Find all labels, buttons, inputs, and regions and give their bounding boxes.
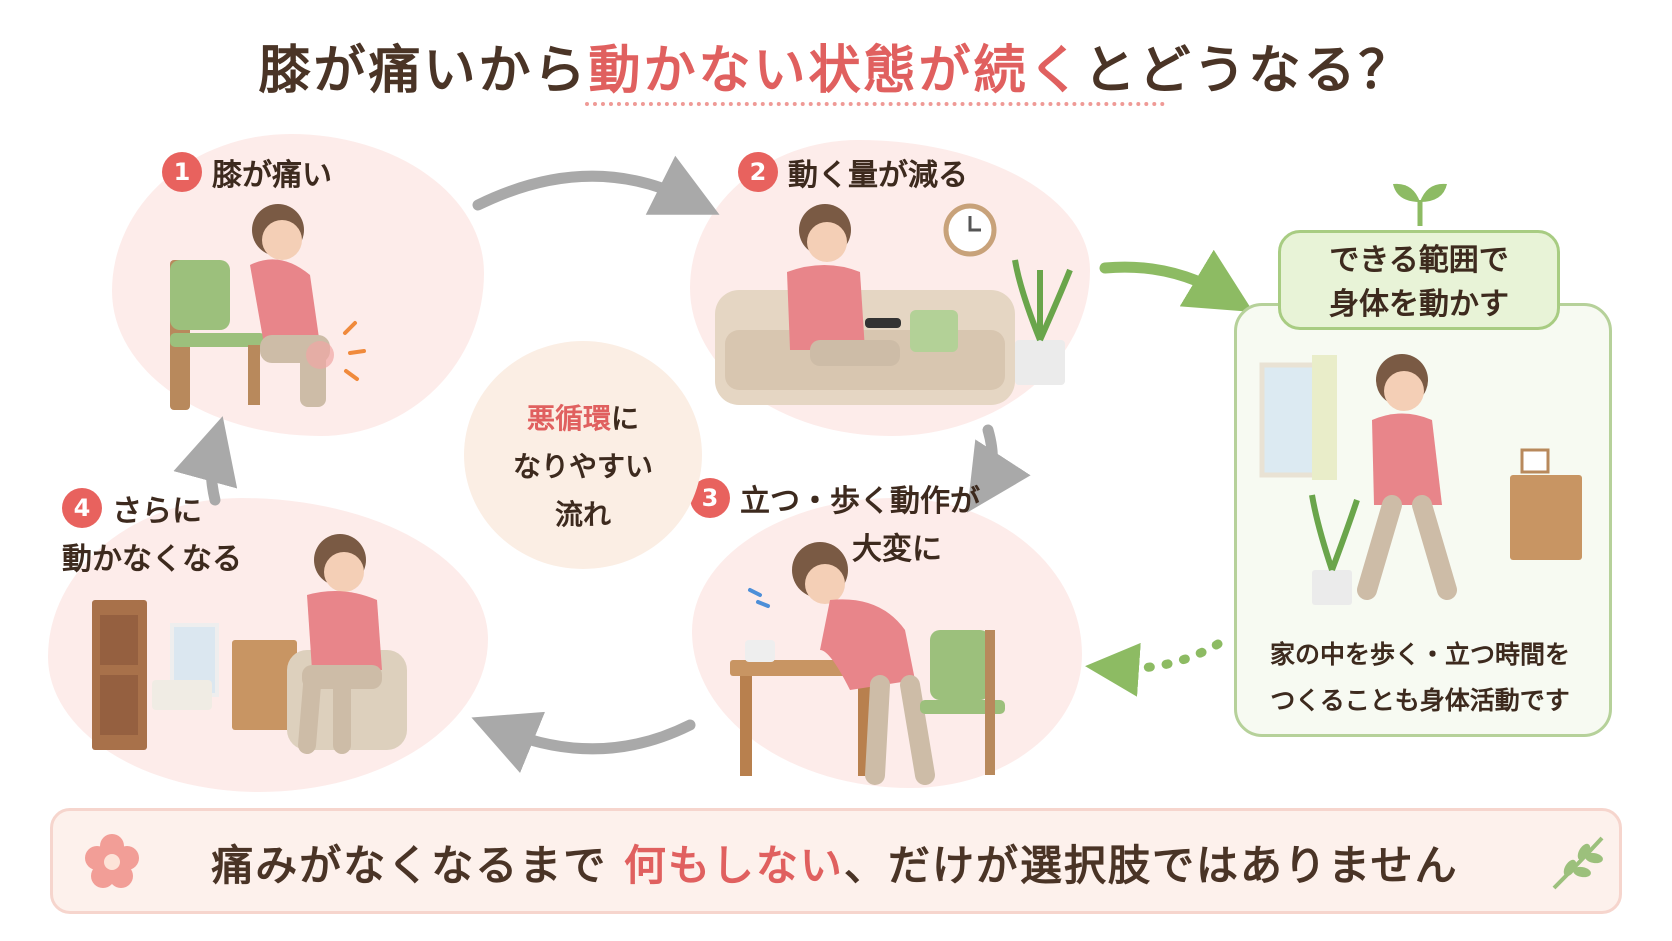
tag-line2: 身体を動かす [1329, 287, 1509, 322]
tag-line1: できる範囲で [1329, 243, 1509, 278]
step-3: 3 立つ・歩く動作が 大変に [690, 478, 980, 574]
flower-icon [85, 834, 139, 888]
vicious-cycle-keyword: 悪循環 [526, 402, 611, 435]
banner-part1: 痛みがなくなるまで [211, 841, 624, 890]
caption-line2: つくることも身体活動です [1270, 686, 1570, 715]
banner-part3: 、だけが選択肢ではありません [843, 841, 1459, 890]
arrow-3-to-4 [471, 711, 696, 774]
activity-caption: 家の中を歩く・立つ時間を つくることも身体活動です [1234, 632, 1606, 724]
vicious-cycle-suffix: に [611, 402, 640, 435]
step-2: 2 動く量が減る [738, 152, 968, 200]
step-label: さらに [112, 494, 202, 529]
step-number-badge: 2 [738, 152, 778, 192]
step-label: 動く量が減る [788, 158, 968, 193]
arrow-green-back [1085, 639, 1223, 697]
vicious-cycle-label: 悪循環に なりやすい 流れ [478, 395, 688, 539]
vicious-cycle-line3: 流れ [554, 498, 611, 531]
step-label-line2: 大変に [852, 532, 942, 567]
arrow-to-green [1099, 249, 1254, 312]
step-4: 4 さらに 動かなくなる [62, 488, 242, 584]
step-1: 1 膝が痛い [162, 152, 332, 200]
sofa-sitting-illustration [715, 203, 1073, 405]
sitting-at-home-illustration [92, 534, 407, 754]
title-part3: とどうなる？ [1083, 41, 1414, 101]
caption-line1: 家の中を歩く・立つ時間を [1269, 640, 1570, 669]
step-label-line2: 動かなくなる [62, 542, 242, 577]
standing-difficulty-illustration [730, 542, 1005, 785]
arrow-4-to-1 [173, 416, 238, 506]
step-number-badge: 1 [162, 152, 202, 192]
step-label: 膝が痛い [212, 158, 332, 193]
arrow-2-to-3 [967, 424, 1031, 513]
vicious-cycle-line2: なりやすい [512, 450, 653, 483]
message-banner [50, 808, 1622, 914]
banner-highlight: 何もしない [623, 841, 844, 890]
banner-message: 痛みがなくなるまで 何もしない、だけが選択肢ではありません [150, 832, 1520, 893]
sprout-icon [1393, 183, 1447, 226]
title-highlight: 動かない状態が続く [588, 41, 1084, 101]
step-number-badge: 3 [690, 478, 730, 518]
step-label: 立つ・歩く動作が [740, 484, 980, 519]
step-number-badge: 4 [62, 488, 102, 528]
walking-at-home-illustration [1259, 354, 1582, 605]
arrow-1-to-2 [472, 155, 720, 215]
title-underline [585, 102, 1165, 106]
knee-pain-illustration [170, 204, 366, 410]
page-title: 膝が痛いから動かない状態が続くとどうなる？ [0, 28, 1672, 103]
vicious-cycle-badge [478, 355, 688, 555]
move-within-limits-tag: できる範囲で 身体を動かす [1278, 230, 1560, 330]
title-part1: 膝が痛いから [258, 41, 589, 101]
leaf-sprig-icon [1552, 836, 1604, 890]
